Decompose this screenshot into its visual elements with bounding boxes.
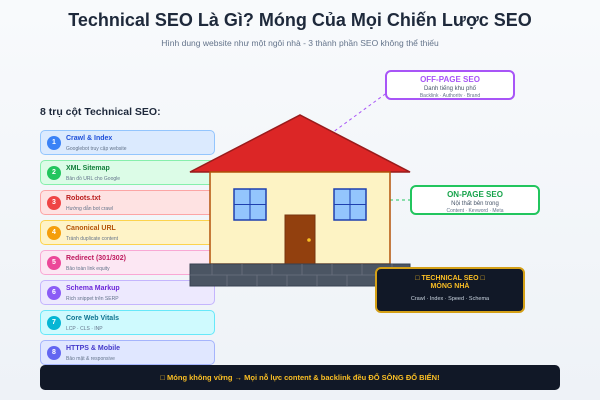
pillar-desc: Bảo mật & responsive [66,356,115,362]
technical-seo-tags: Crawl · Index · Speed · Schema [410,296,490,302]
pillar-label: Schema Markup [66,285,120,292]
pillar-item: 5 Redirect (301/302) Bảo toàn link equity [40,250,215,275]
technical-seo-box: □ TECHNICAL SEO □ MÓNG NHÀ Crawl · Index… [375,267,525,313]
door-knob [307,238,311,242]
pillar-label: Core Web Vitals [66,315,120,322]
on-page-desc: Nội thất bên trong [451,201,499,207]
pillar-desc: Hướng dẫn bot crawl [66,206,113,212]
house-door [284,214,316,265]
off-page-desc: Danh tiếng khu phố [423,86,477,92]
pillar-number: 6 [47,286,61,300]
technical-connector [339,264,379,283]
pillar-number: 8 [47,346,61,360]
pillar-number: 2 [47,166,61,180]
pillar-label: HTTPS & Mobile [66,345,121,352]
right-window [333,188,367,221]
pillar-number: 4 [47,226,61,240]
pillar-number: 3 [47,196,61,210]
pillar-number: 1 [47,136,61,150]
off-page-connector [324,91,389,139]
on-page-tags: Content · Keyword · Meta [446,208,504,212]
pillar-desc: LCP · CLS · INP [66,326,103,332]
off-page-title: OFF-PAGE SEO [420,75,480,84]
pillar-desc: Googlebot truy cập website [66,146,127,152]
off-page-box: OFF-PAGE SEO Danh tiếng khu phố Backlink… [385,70,515,100]
page-subtitle: Hình dung website như một ngôi nhà - 3 t… [161,38,439,48]
technical-seo-subtitle: MÓNG NHÀ [430,283,470,290]
pillar-desc: Rich snippet trên SERP [66,296,119,302]
pillar-label: Canonical URL [66,225,116,232]
pillar-label: Redirect (301/302) [66,255,126,262]
house-wall [209,171,391,265]
on-page-title: ON-PAGE SEO [447,190,503,199]
house-roof [189,114,411,173]
pillar-number: 5 [47,256,61,270]
on-page-box: ON-PAGE SEO Nội thất bên trong Content ·… [410,185,540,215]
pillar-label: Crawl & Index [66,135,113,142]
pillar-label: XML Sitemap [66,165,110,172]
technical-seo-title: □ TECHNICAL SEO □ [415,275,485,282]
pillar-desc: Tránh duplicate content [66,236,119,242]
pillar-label: Robots.txt [66,195,101,202]
footer-banner: □ Móng không vững → Mọi nỗ lực content &… [40,365,560,390]
pillar-desc: Bản đồ URL cho Google [66,176,121,182]
pillar-number: 7 [47,316,61,330]
pillars-heading: 8 trụ cột Technical SEO: [40,106,161,118]
pillar-desc: Bảo toàn link equity [66,266,110,272]
page-title: Technical SEO Là Gì? Móng Của Mọi Chiến … [68,10,532,30]
off-page-tags: Backlink · Authority · Brand [419,93,481,97]
pillar-item: 4 Canonical URL Tránh duplicate content [40,220,215,245]
left-window [233,188,267,221]
